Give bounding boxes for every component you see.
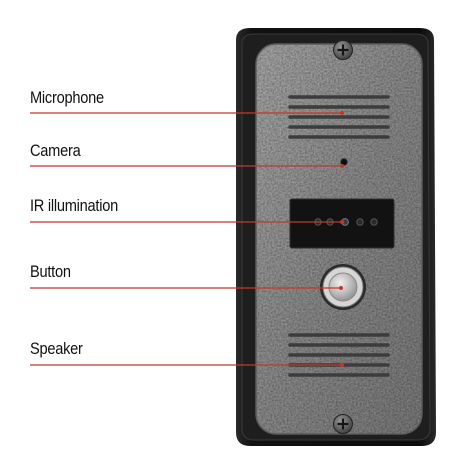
- microphone-grille: [288, 95, 390, 139]
- label-camera: Camera: [30, 141, 81, 160]
- screw-icon: [333, 414, 353, 434]
- label-button: Button: [30, 262, 71, 281]
- camera-lens: [340, 158, 348, 166]
- label-speaker: Speaker: [30, 339, 83, 358]
- label-microphone: Microphone: [30, 88, 104, 107]
- screw-icon: [333, 40, 353, 60]
- call-button: [320, 264, 366, 310]
- label-ir-illumination: IR illumination: [30, 196, 118, 215]
